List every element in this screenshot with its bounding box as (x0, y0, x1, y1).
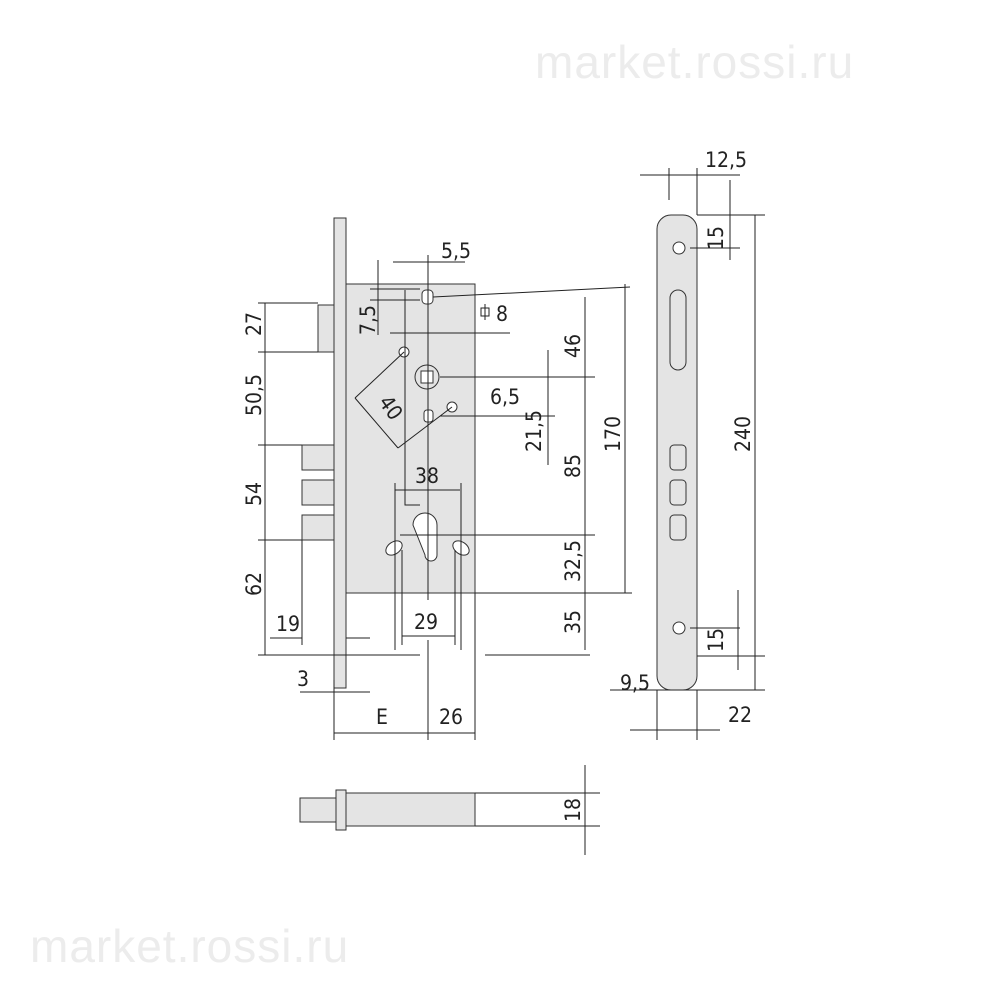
deadbolt-2 (301, 479, 335, 506)
dim-19: 19 (276, 612, 300, 636)
dim-9-5: 9,5 (620, 671, 650, 695)
dim-32-5: 32,5 (561, 540, 585, 582)
dim-38: 38 (415, 464, 439, 488)
dim-27: 27 (242, 312, 266, 336)
cylinder-cutout (412, 512, 438, 562)
dim-240: 240 (731, 416, 755, 452)
case-bottom (345, 792, 476, 827)
watermark-top: market.rossi.ru (535, 36, 854, 88)
dim-85: 85 (561, 454, 585, 478)
bolt-bottom (299, 797, 337, 823)
deadbolt-1 (301, 444, 335, 471)
dim-26: 26 (439, 705, 463, 729)
dim-7-5: 7,5 (356, 305, 380, 335)
dim-15-top: 15 (704, 226, 728, 250)
faceplate (333, 217, 347, 689)
square-spindle-icon (480, 304, 490, 320)
dim-6-5: 6,5 (490, 385, 520, 409)
cylinder-screw-left (385, 540, 403, 556)
dim-12-5: 12,5 (705, 148, 747, 172)
dim-54: 54 (242, 482, 266, 506)
watermark-bottom: market.rossi.ru (30, 920, 349, 972)
faceplate-hole-top (672, 241, 686, 255)
faceplate-bottom (335, 789, 347, 831)
dim-50-5: 50,5 (242, 374, 266, 416)
latch (317, 304, 335, 353)
bolt-slot-1 (669, 444, 687, 471)
faceplate-hole-bottom (672, 621, 686, 635)
latch-slot (669, 289, 687, 371)
bolt-slot-3 (669, 514, 687, 541)
side-view: 12,5 15 240 15 9,5 22 (610, 148, 765, 740)
spindle-hub (414, 364, 440, 390)
front-view: 5,5 7,5 8 46 6,5 40 21,5 85 170 38 32,5 … (242, 217, 632, 740)
dim-5-5: 5,5 (441, 239, 471, 263)
dim-46: 46 (561, 334, 585, 358)
dim-3: 3 (297, 667, 309, 691)
dim-15-bottom: 15 (704, 628, 728, 652)
dim-22: 22 (728, 703, 752, 727)
dim-170: 170 (601, 416, 625, 452)
spindle-square (420, 370, 434, 384)
dimension-lines (258, 255, 632, 740)
dim-e-backset: E (376, 705, 388, 729)
dim-18: 18 (561, 798, 585, 822)
dim-62: 62 (242, 572, 266, 596)
dim-29: 29 (414, 610, 438, 634)
dim-8: 8 (496, 302, 508, 326)
deadbolt-3 (301, 514, 335, 541)
bolt-slot-2 (669, 479, 687, 506)
dim-21-5: 21,5 (522, 410, 546, 452)
bottom-view: 18 (299, 765, 600, 855)
dim-35: 35 (561, 610, 585, 634)
